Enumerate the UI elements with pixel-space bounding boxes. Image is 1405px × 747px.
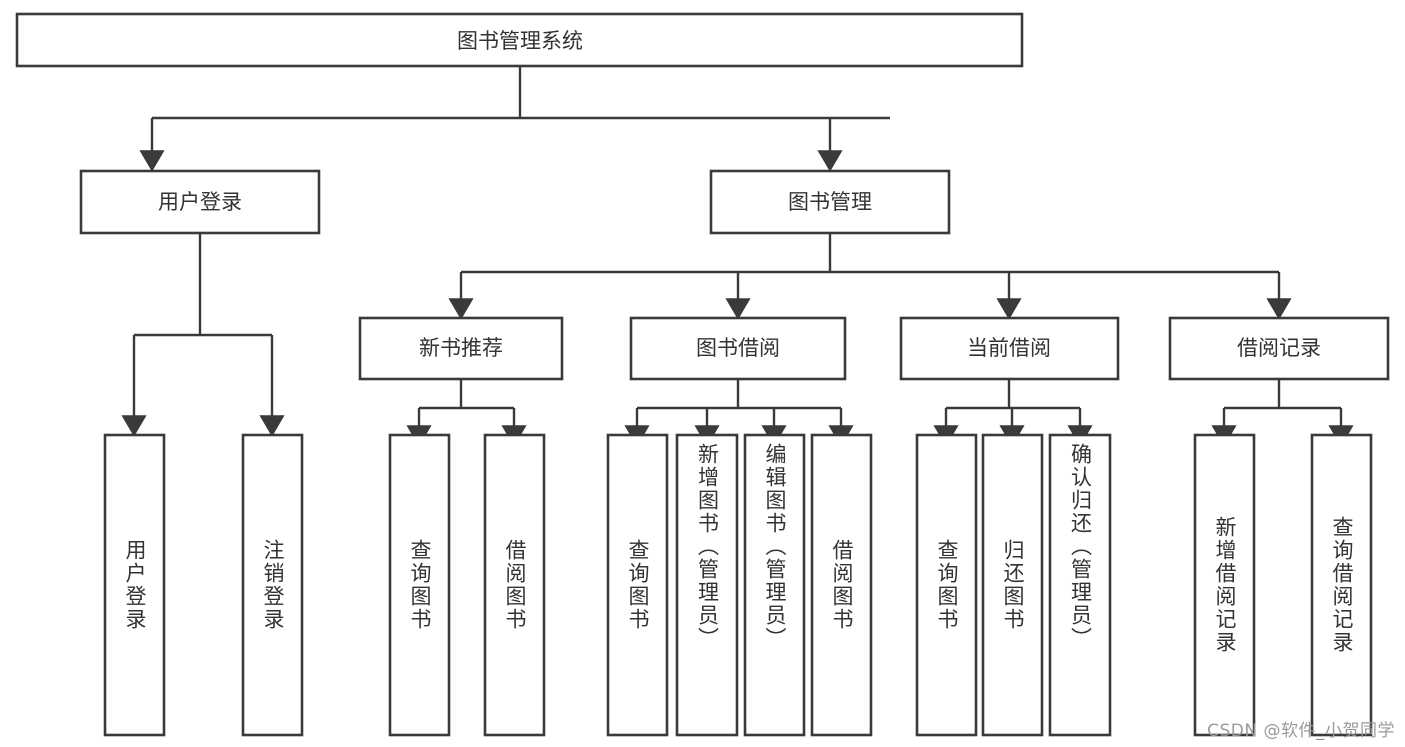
leaf-add-book[interactable]: 新增图书（管理员）	[677, 435, 737, 735]
leaf-query-record-rect[interactable]	[1310, 433, 1373, 737]
node-book-manage-label: 图书管理	[788, 190, 872, 214]
leaf-user-login[interactable]: 用户登录	[105, 435, 164, 735]
leaf-edit-book-label: 编辑图书（管理员）	[763, 443, 787, 650]
edge-current-borrow-to-leaves	[933, 379, 1093, 447]
edge-borrow-record-to-leaves	[1211, 379, 1354, 447]
leaf-add-book-label: 新增图书（管理员）	[695, 443, 720, 650]
leaf-user-login-label: 用户登录	[123, 539, 147, 631]
edge-book-manage-to-level3	[448, 233, 1292, 320]
node-user-login-label: 用户登录	[158, 190, 242, 214]
leaf-query-book-2-rect[interactable]	[606, 433, 669, 737]
leaf-query-book-2-label: 查询图书	[626, 539, 650, 631]
node-borrow-record-label: 借阅记录	[1237, 336, 1321, 360]
node-root-label: 图书管理系统	[457, 29, 583, 53]
leaf-query-book-2[interactable]: 查询图书	[608, 435, 667, 735]
node-new-book-recommend-label: 新书推荐	[419, 336, 503, 360]
node-current-borrow-label: 当前借阅	[967, 336, 1051, 360]
node-book-borrow[interactable]: 图书借阅	[629, 316, 847, 381]
leaf-confirm-return[interactable]: 确认归还（管理员）	[1050, 435, 1110, 735]
leaf-logout[interactable]: 注销登录	[243, 435, 302, 735]
leaf-query-book-3[interactable]: 查询图书	[917, 435, 976, 735]
leaf-return-book[interactable]: 归还图书	[983, 435, 1042, 735]
node-borrow-record[interactable]: 借阅记录	[1168, 316, 1390, 381]
node-current-borrow[interactable]: 当前借阅	[899, 316, 1120, 381]
leaf-add-record-label: 新增借阅记录	[1213, 516, 1237, 654]
node-book-manage[interactable]: 图书管理	[709, 169, 951, 235]
leaf-query-record[interactable]: 查询借阅记录	[1312, 435, 1371, 735]
node-new-book-recommend[interactable]: 新书推荐	[358, 316, 564, 381]
edge-new-book-recommend-to-leaves	[406, 379, 527, 447]
leaf-user-login-rect[interactable]	[103, 433, 166, 737]
leaf-confirm-return-label: 确认归还（管理员）	[1068, 443, 1093, 650]
leaf-query-record-label: 查询借阅记录	[1330, 516, 1354, 654]
leaf-add-book-rect[interactable]	[675, 433, 739, 737]
leaf-logout-rect[interactable]	[241, 433, 304, 737]
leaf-query-book-1[interactable]: 查询图书	[390, 435, 449, 735]
leaf-edit-book[interactable]: 编辑图书（管理员）	[745, 435, 804, 735]
leaf-borrow-book-2[interactable]: 借阅图书	[812, 435, 871, 735]
leaf-add-record-rect[interactable]	[1193, 433, 1256, 737]
node-user-login[interactable]: 用户登录	[79, 169, 321, 235]
leaf-borrow-book-2-rect[interactable]	[810, 433, 873, 737]
leaf-borrow-book-2-label: 借阅图书	[830, 539, 854, 631]
leaf-return-book-rect[interactable]	[981, 433, 1044, 737]
leaf-query-book-3-rect[interactable]	[915, 433, 978, 737]
leaf-logout-label: 注销登录	[261, 539, 285, 631]
leaf-borrow-book-1[interactable]: 借阅图书	[485, 435, 544, 735]
leaf-rects	[103, 433, 1373, 737]
leaf-confirm-return-rect[interactable]	[1048, 433, 1112, 737]
leaf-edit-book-rect[interactable]	[743, 433, 806, 737]
leaf-return-book-label: 归还图书	[1001, 539, 1025, 631]
leaf-query-book-1-label: 查询图书	[408, 539, 432, 631]
node-root[interactable]: 图书管理系统	[15, 12, 1024, 68]
leaf-borrow-book-1-label: 借阅图书	[503, 539, 527, 631]
leaf-query-book-1-rect[interactable]	[388, 433, 451, 737]
edge-root-to-level2	[139, 66, 890, 172]
leaf-borrow-book-1-rect[interactable]	[483, 433, 546, 737]
edge-book-borrow-to-leaves	[624, 379, 854, 447]
leaf-add-record[interactable]: 新增借阅记录	[1195, 435, 1254, 735]
edge-user-login-to-leaves	[121, 233, 285, 437]
leaf-query-book-3-label: 查询图书	[935, 539, 959, 631]
node-book-borrow-label: 图书借阅	[696, 336, 780, 360]
